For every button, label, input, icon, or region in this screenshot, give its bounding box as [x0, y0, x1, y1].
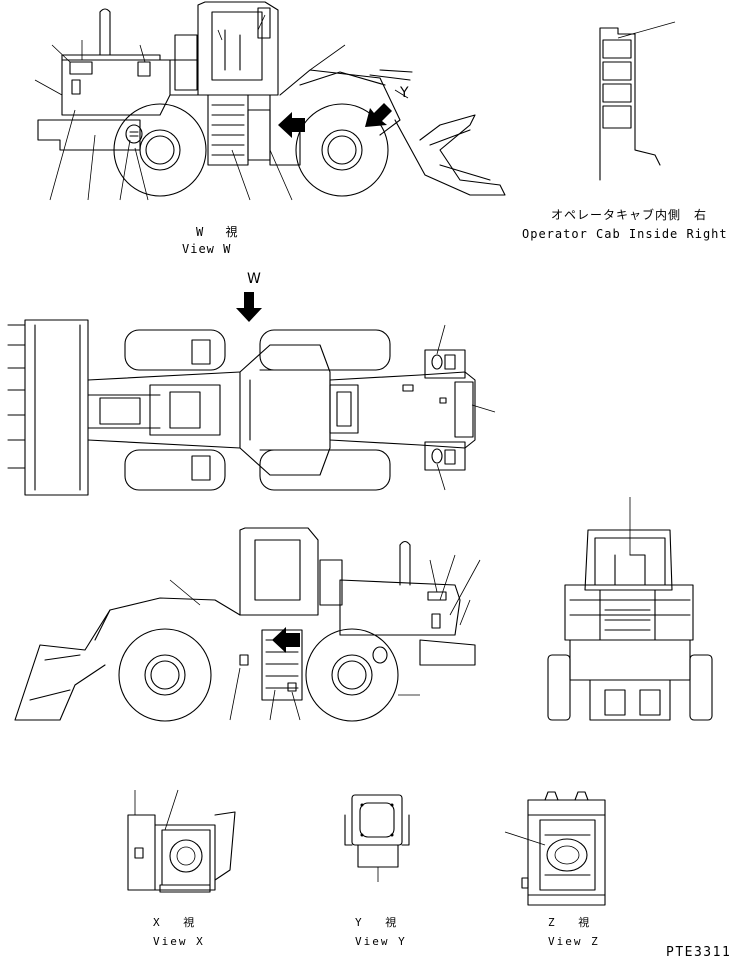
cab-label-en: Operator Cab Inside Right: [522, 227, 728, 241]
marker-w: W: [247, 271, 261, 287]
view-w-label-en: View W: [182, 242, 231, 256]
view-w-label-jp: W 視: [196, 224, 238, 239]
view-y-label-jp: Y 視: [355, 915, 398, 929]
side-view-left: Y W 視 View W: [34, 1, 506, 256]
top-view: W: [7, 271, 496, 496]
view-y-label-en: View Y: [355, 935, 407, 948]
cab-label-jp: オペレータキャブ内側 右: [551, 207, 707, 222]
drawing-reference-number: PTE3311: [666, 945, 731, 960]
view-x: X 視 View X: [127, 789, 236, 948]
cab-inside-view: オペレータキャブ内側 右 Operator Cab Inside Right: [522, 21, 728, 241]
view-z: Z 視 View Z: [504, 791, 606, 948]
marker-y: Y: [399, 85, 409, 101]
view-x-label-en: View X: [153, 935, 205, 948]
view-y: Y 視 View Y: [344, 794, 410, 948]
view-z-label-jp: Z 視: [548, 915, 591, 929]
view-x-label-jp: X 視: [153, 915, 196, 929]
view-z-label-en: View Z: [548, 935, 600, 948]
side-view-right: [14, 527, 481, 722]
rear-view: [547, 497, 713, 721]
